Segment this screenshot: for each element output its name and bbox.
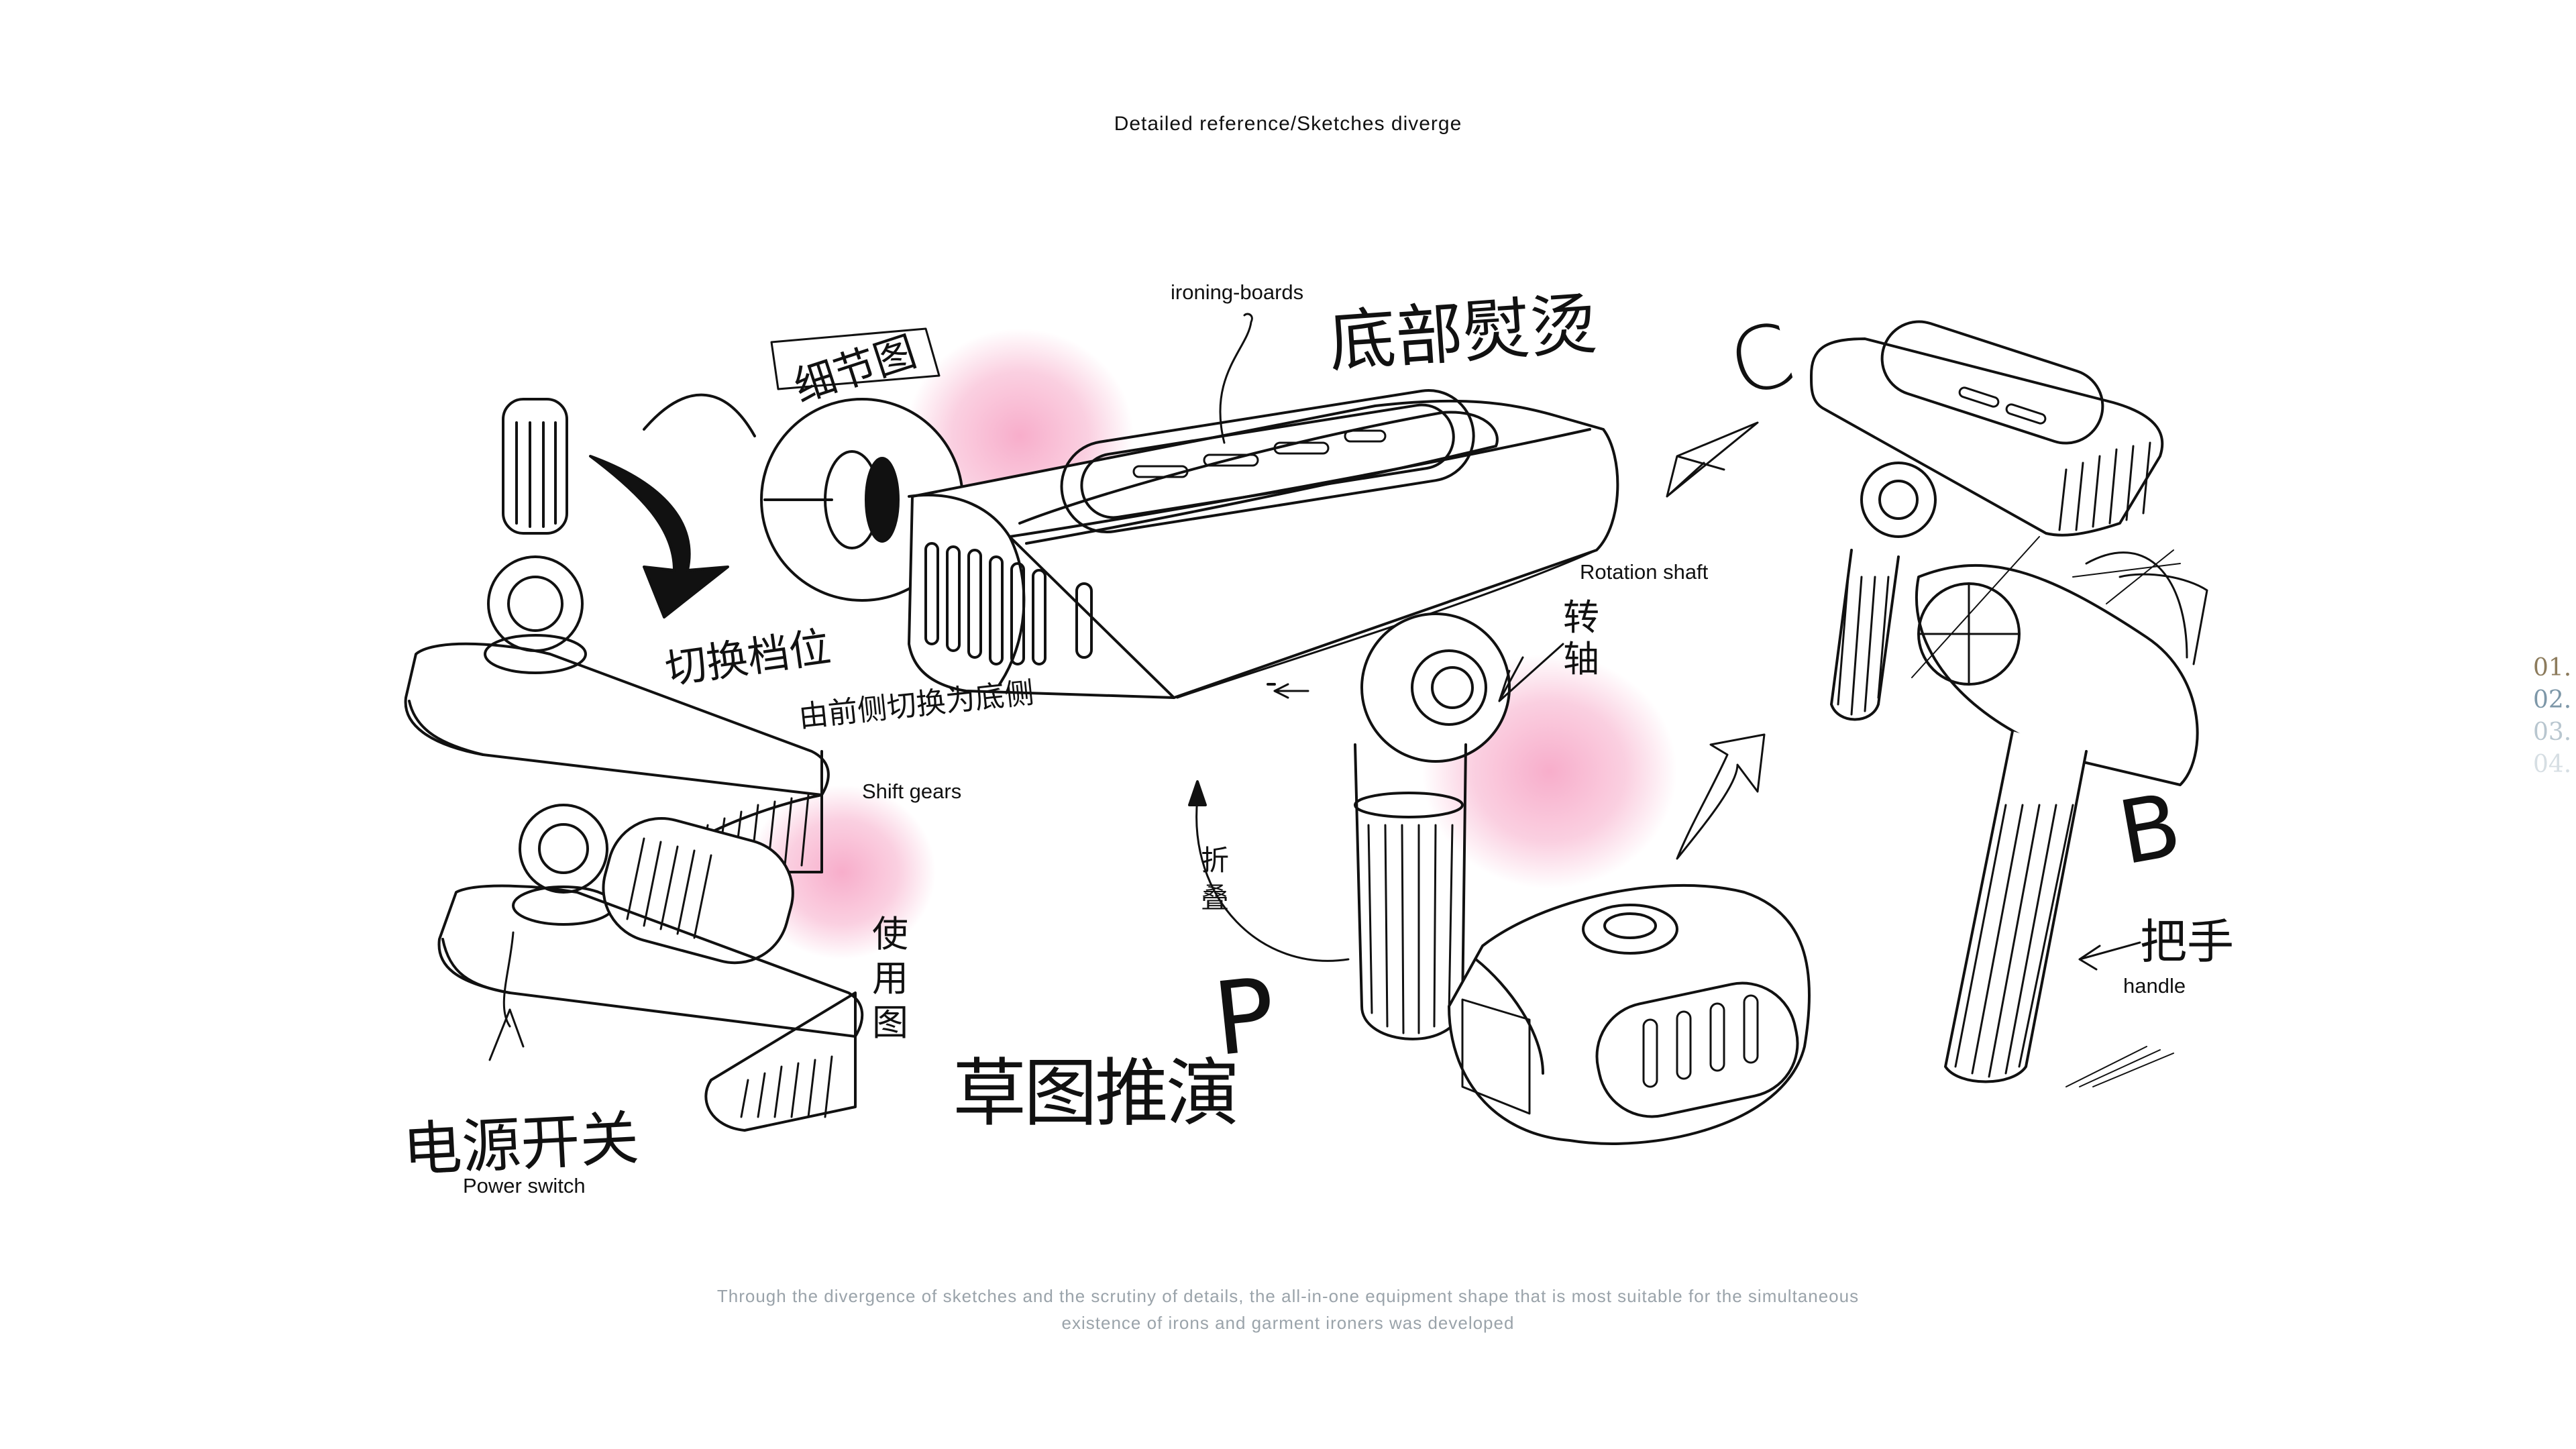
rotation-shaft-cn-note: 转轴 [1563,596,1599,680]
bottom-iron-sketch [1448,883,1811,1145]
letter-p-note: P [1208,956,1281,1079]
ironing-boards-label: ironing-boards [1171,280,1304,304]
page-indicator-02[interactable]: 02. [2533,686,2572,714]
handle-cn-note: 把手 [2140,914,2234,969]
caption-line-2: existence of irons and garment ironers w… [1061,1313,1515,1333]
curved-arrow-icon [589,455,729,619]
rotation-shaft-label: Rotation shaft [1580,560,1709,584]
use-view-note: 使用图 [872,913,908,1044]
fold-arrow-icon [1195,797,1350,962]
handle-label: handle [2123,974,2186,998]
right-iron-sketch [1810,320,2208,1087]
power-switch-label: Power switch [463,1174,586,1197]
page-indicator-04[interactable]: 04. [2533,751,2572,778]
sketch-derivation-note: 草图推演 [953,1051,1240,1136]
bottom-ironing-note: 底部熨烫 [1326,284,1600,382]
caption-line-1: Through the divergence of sketches and t… [716,1286,1860,1306]
page-indicator: 01. 02. 03. 04. [2533,652,2571,781]
page-indicator-01[interactable]: 01. [2533,654,2572,682]
shift-gears-label: Shift gears [862,780,962,803]
page-indicator-03[interactable]: 03. [2533,718,2572,746]
fold-note: 折叠 [1201,844,1230,914]
bottom-caption: Through the divergence of sketches and t… [0,1283,2576,1336]
power-switch-cn-note: 电源开关 [400,1103,641,1185]
outline-arrow-icon [1676,733,1766,860]
left-bottom-iron-sketch [437,804,864,1132]
paper-plane-icon [1666,421,1759,498]
page-title: Detailed reference/Sketches diverge [1114,113,1462,135]
center-iron-sketch [908,313,1619,1040]
